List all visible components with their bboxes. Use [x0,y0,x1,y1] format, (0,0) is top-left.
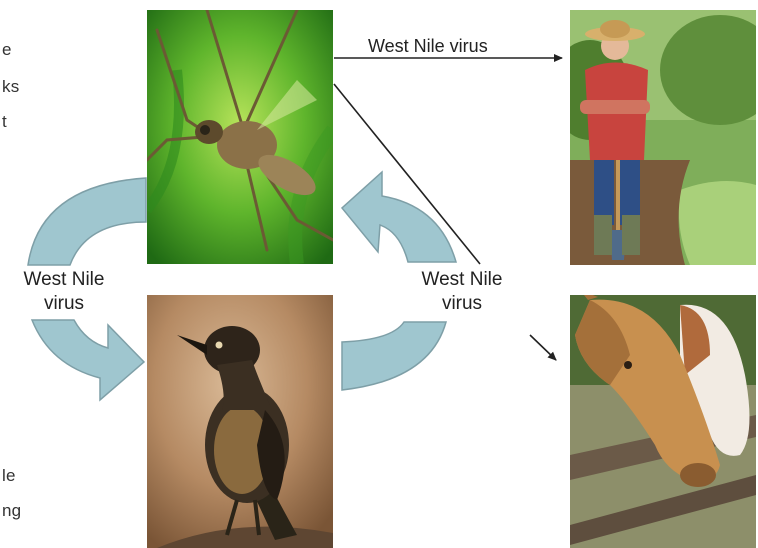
cycle-arrow-left-top [28,178,146,265]
label-cycle-right-line2: virus [402,292,522,316]
label-arrow-top: West Nile virus [368,36,488,57]
label-cycle-right: West Nile virus [402,268,522,316]
cycle-arrow-right-top [342,172,456,262]
label-cycle-left-line2: virus [4,292,124,316]
label-cycle-left-line1: West Nile [4,268,124,292]
arrow-to-horses [530,335,556,360]
label-cycle-left: West Nile virus [4,268,124,316]
label-cycle-right-line1: West Nile [402,268,522,292]
cycle-arrow-right-bottom [342,322,446,390]
cycle-arrow-left-bottom [32,320,144,400]
